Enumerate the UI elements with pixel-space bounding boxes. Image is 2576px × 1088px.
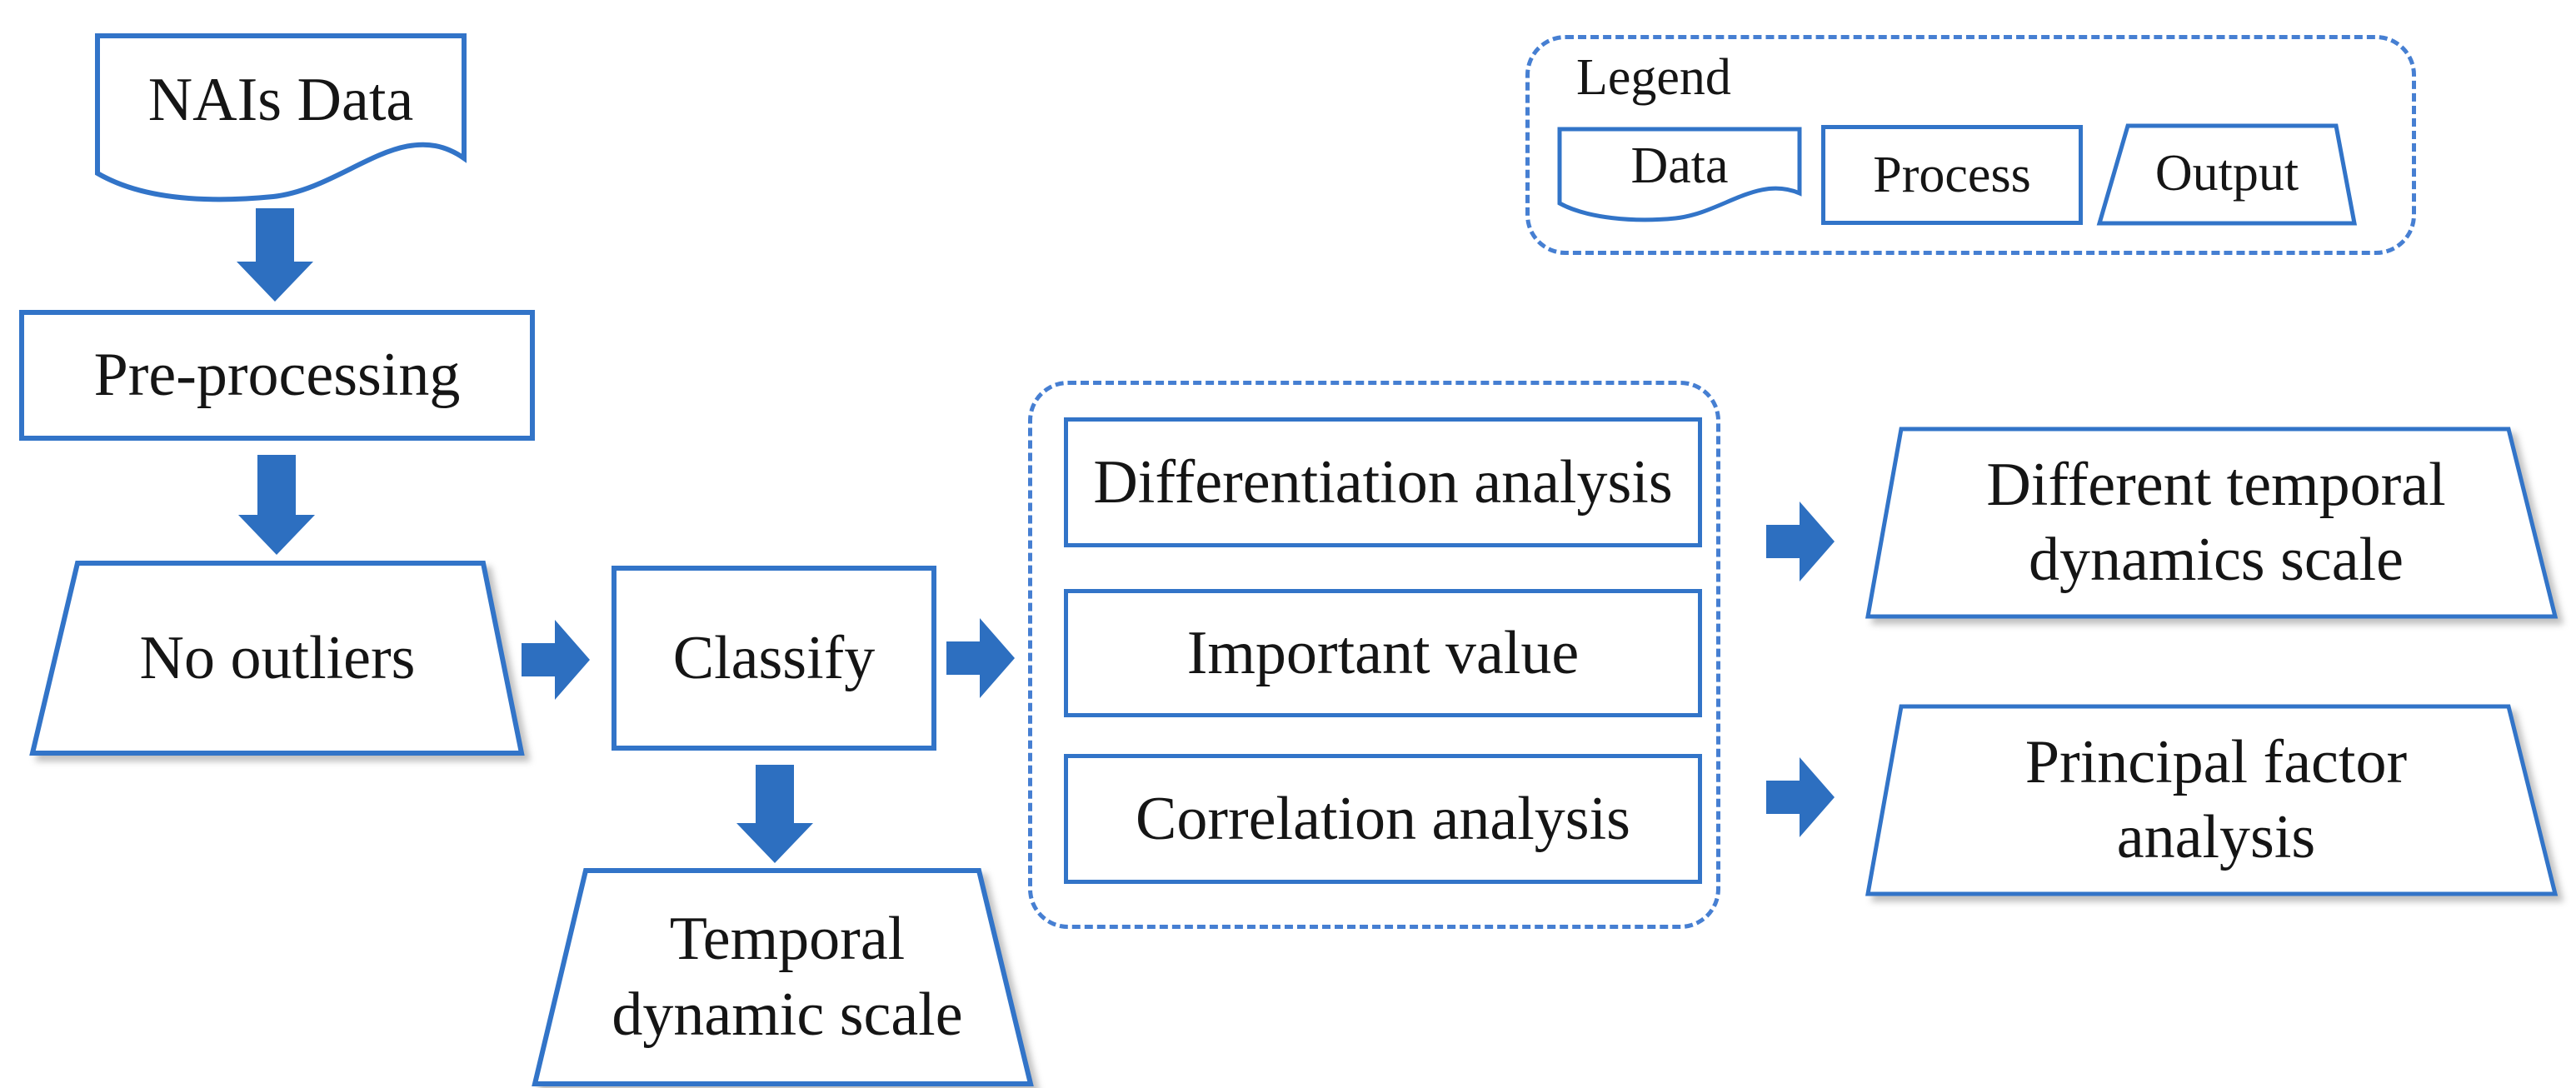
legend-process-shape: Process — [1821, 125, 2083, 225]
node-important-value-label: Important value — [1186, 618, 1580, 687]
node-nais-data-shape — [95, 33, 467, 202]
node-correlation-analysis: Correlation analysis — [1064, 754, 1702, 884]
node-temporal-dynamic-scale-shape — [532, 868, 1034, 1086]
node-no-outliers-shape — [29, 561, 525, 756]
arrow-analysis-to-pfa-icon — [1766, 757, 1835, 837]
node-pre-processing: Pre-processing — [19, 310, 535, 441]
legend-data-shape-icon — [1557, 127, 1802, 222]
arrow-nooutliers-to-classify-icon — [522, 620, 590, 700]
arrow-classify-to-temporal-icon — [736, 765, 813, 863]
analysis-group-container — [1028, 381, 1720, 929]
node-differentiation-analysis-label: Differentiation analysis — [1093, 447, 1673, 517]
legend-process-label: Process — [1873, 146, 2031, 203]
node-important-value: Important value — [1064, 589, 1702, 717]
legend-container — [1525, 35, 2416, 255]
node-differentiation-analysis: Differentiation analysis — [1064, 417, 1702, 547]
node-correlation-analysis-label: Correlation analysis — [1136, 784, 1630, 853]
node-classify-label: Classify — [672, 623, 876, 692]
arrow-nais-to-preprocessing-icon — [237, 208, 313, 302]
arrow-analysis-to-dtds-icon — [1766, 502, 1835, 581]
node-classify: Classify — [612, 566, 936, 751]
node-different-temporal-dynamics-scale-shape — [1865, 427, 2559, 619]
legend-output-shape-icon — [2096, 123, 2358, 226]
node-principal-factor-analysis-shape — [1865, 704, 2559, 896]
arrow-classify-to-analysis-icon — [946, 618, 1015, 698]
arrow-preprocessing-to-nooutliers-icon — [238, 455, 315, 555]
node-pre-processing-label: Pre-processing — [93, 341, 461, 410]
